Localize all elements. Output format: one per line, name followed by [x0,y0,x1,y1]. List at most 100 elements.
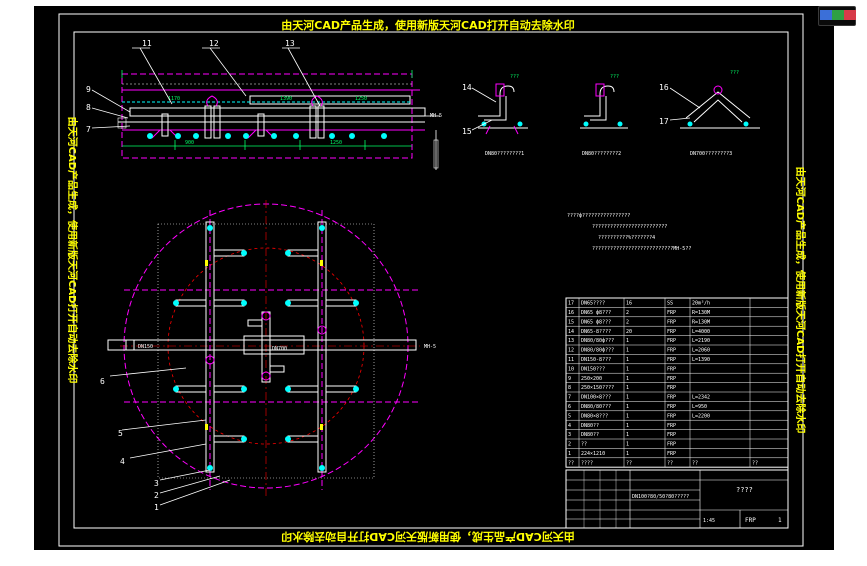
bom-cell-mat: FRP [667,338,676,344]
maximize-button[interactable] [832,10,844,20]
bom-header-mat: ?? [667,460,673,466]
bom-cell-no: 14 [568,329,574,335]
callout-1: 1 [154,503,159,512]
bom-cell-spec: DN80/80ф??? [581,348,614,354]
bom-cell-mat: FRP [667,357,676,363]
dim-5: 1250 [330,140,342,146]
bom-cell-mat: FRP [667,376,676,382]
bom-cell-qty: 1 [626,442,629,448]
bom-cell-qty: 1 [626,413,629,419]
bom-cell-qty: 1 [626,376,629,382]
bom-cell-spec: DN80?? [581,432,599,438]
bom-cell-qty: 1 [626,348,629,354]
detail-2-title: DN80????????2 [582,151,621,157]
bom-cell-qty: 1 [626,432,629,438]
callout-6: 6 [100,377,105,386]
bom-cell-mat: FRP [667,395,676,401]
watermark-bottom: 由天河CAD产品生成，使用新版天河CAD打开自动去除水印 [281,530,574,544]
note-3: ??????????%???????4 [598,235,655,241]
callout-9: 9 [86,85,91,94]
callout-3: 3 [154,479,159,488]
svg-text:???: ??? [730,70,739,76]
svg-text:???: ??? [510,74,519,80]
bom-cell-no: 6 [568,404,571,410]
bom-cell-spec: DN80/80??? [581,404,611,410]
callout-8: 8 [86,103,91,112]
minimize-button[interactable] [820,10,832,20]
bom-cell-mat: FRP [667,366,676,372]
right-title: ???? [736,486,753,494]
callout-4: 4 [120,457,125,466]
bom-cell-no: 12 [568,348,574,354]
bom-cell-mat: FRP [667,413,676,419]
scale-label: 1:45 [703,518,715,524]
bom-cell-mat: FRP [667,319,676,325]
bom-cell-note: L=2342 [692,395,710,401]
bom-cell-no: 10 [568,366,574,372]
dim-4: 900 [185,140,194,146]
bom-cell-no: 5 [568,413,571,419]
watermark-left: 由天河CAD产品生成，使用新版天河CAD打开自动去除水印 [66,117,79,384]
bom-cell-spec: DN65 ф8??? [581,319,611,325]
bom-cell-note: L=2190 [692,338,710,344]
bom-cell-no: 11 [568,357,574,363]
plan-right-label: MH-5 [424,344,436,350]
bom-cell-mat: FRP [667,442,676,448]
bom-cell-mat: FRP [667,310,676,316]
callout-12: 12 [209,39,219,48]
bom-cell-note: R=130M [692,319,710,325]
bom-cell-qty: 1 [626,366,629,372]
window-controls [818,6,856,26]
bom-cell-note: L=950 [692,404,707,410]
dim-3: 1250 [355,96,367,102]
callout-14: 14 [462,83,472,92]
center-label: DN700 [272,346,287,352]
bom-cell-qty: 1 [626,404,629,410]
title-block: DN100?80/50?80????? ???? FRP 1:45 1 [565,469,789,529]
bom-cell-no: 9 [568,376,571,382]
bom-cell-qty: 20 [626,329,632,335]
bom-cell-mat: FRP [667,451,676,457]
bom-cell-no: 4 [568,423,571,429]
bom-cell-note: 20m³/h [692,301,710,307]
bom-cell-mat: FRP [667,348,676,354]
bom-header-extra: ?? [752,460,758,466]
bom-cell-qty: 1 [626,451,629,457]
close-button[interactable] [844,10,856,20]
bom-cell-spec: 250×150???? [581,385,614,391]
svg-text:???: ??? [610,74,619,80]
bom-cell-spec: DN65???? [581,301,605,307]
top-view: 1170 1390 1250 900 1250 11 12 13 9 8 7 M… [86,39,442,170]
bom-cell-spec: DN80?? [581,423,599,429]
callout-7: 7 [86,125,91,134]
bom-cell-spec: 224×1210 [581,451,605,457]
note-4: ???????????????????????????MH-5?? [592,246,691,252]
bom-cell-no: 15 [568,319,574,325]
callout-15: 15 [462,127,472,136]
bom-cell-note: R=130M [692,310,710,316]
bom-cell-note: L=4000 [692,329,710,335]
bom-cell-qty: 1 [626,385,629,391]
bom-cell-no: 8 [568,385,571,391]
material-label: FRP [745,517,756,524]
bom-cell-no: 3 [568,432,571,438]
bom-cell-no: 1 [568,451,571,457]
bom-cell-spec: 250×200 [581,376,602,382]
note-1: ????ф???????????????? [567,213,630,219]
bom-header-spec: ???? [581,460,593,466]
outer-frame [58,13,804,547]
bom-cell-qty: 16 [626,301,632,307]
bom-cell-qty: 1 [626,357,629,363]
bom-header-note: ?? [692,460,698,466]
bom-cell-mat: FRP [667,385,676,391]
bom-cell-mat: FRP [667,329,676,335]
bom-cell-spec: DN80×8??? [581,413,608,419]
notes: ????ф???????????????? ??????????????????… [567,213,691,252]
inlet-label: DN150 [138,344,153,350]
detail-3: ??? 16 17 DN700????????3 [659,70,760,157]
bom-cell-mat: FRP [667,423,676,429]
bom-header-no: ?? [568,460,574,466]
